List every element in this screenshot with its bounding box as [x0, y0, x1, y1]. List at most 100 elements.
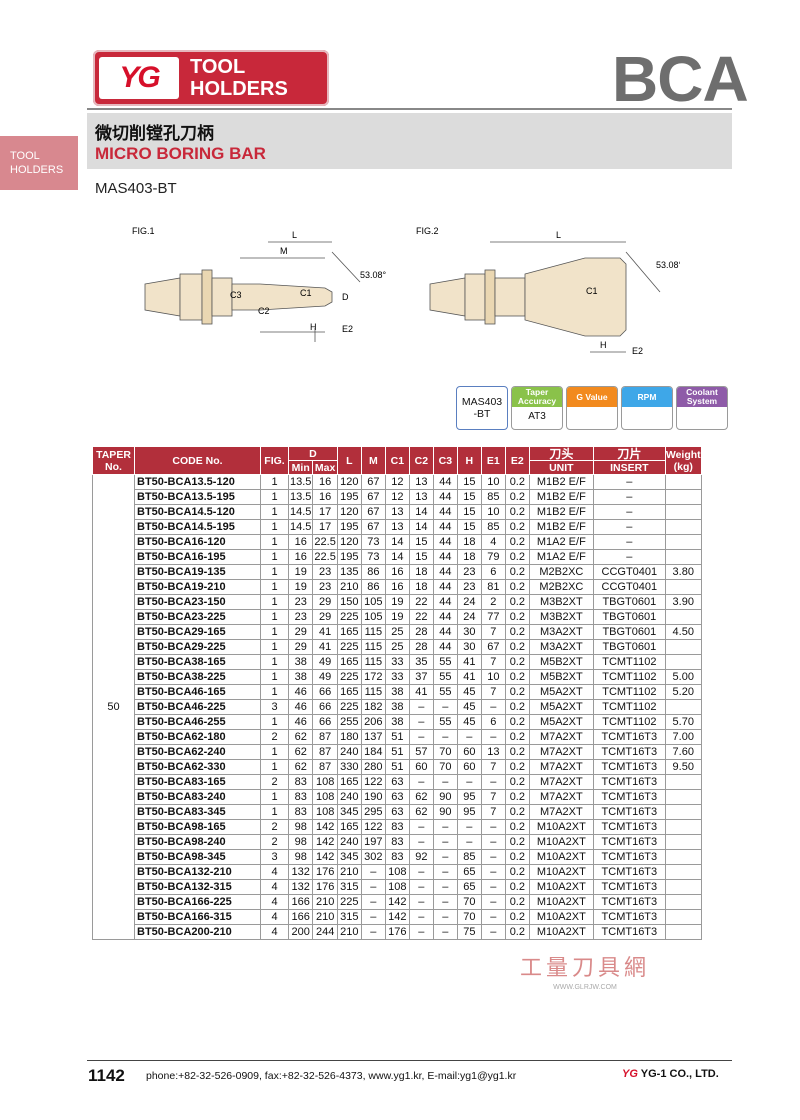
cell-h: 24	[456, 594, 482, 610]
cell-e1: –	[480, 699, 506, 715]
cell-fig: 1	[260, 549, 289, 565]
cell-l: 225	[336, 894, 362, 910]
cell-d-max: 142	[312, 819, 338, 835]
header-c2: C2	[408, 446, 434, 475]
cell-c1: 38	[384, 699, 410, 715]
cell-l: 150	[336, 594, 362, 610]
header-insert: INSERT	[592, 460, 666, 475]
cell-d-max: 66	[312, 714, 338, 730]
cell-d-min: 166	[287, 894, 314, 910]
cell-weight	[664, 849, 702, 865]
cell-e1: –	[480, 909, 506, 925]
dim-D-1: D	[342, 292, 349, 302]
cell-e1: –	[480, 894, 506, 910]
cell-d-min: 38	[287, 669, 314, 685]
cell-e2: 0.2	[504, 684, 530, 700]
cell-c3: –	[432, 729, 458, 745]
cell-d-max: 244	[312, 924, 338, 940]
cell-fig: 1	[260, 534, 289, 550]
cell-insert: TCMT1102	[592, 654, 666, 670]
cell-m: 190	[360, 789, 386, 805]
cell-h: –	[456, 729, 482, 745]
cell-h: 30	[456, 624, 482, 640]
side-tab-tool-holders[interactable]: TOOL HOLDERS	[0, 136, 78, 190]
cell-d-min: 14.5	[287, 504, 314, 520]
cell-l: 240	[336, 789, 362, 805]
cell-code: BT50-BCA98-345	[134, 849, 261, 865]
cell-h: 70	[456, 894, 482, 910]
cell-l: 225	[336, 669, 362, 685]
cell-e1: –	[480, 729, 506, 745]
cell-unit: M7A2XT	[528, 744, 594, 760]
brand-line-1: TOOL	[190, 56, 246, 78]
cell-m: 73	[360, 534, 386, 550]
cell-c1: 142	[384, 909, 410, 925]
cell-d-max: 16	[312, 474, 338, 490]
cell-unit: M7A2XT	[528, 729, 594, 745]
cell-h: 45	[456, 699, 482, 715]
cell-c3: 55	[432, 654, 458, 670]
cell-c3: –	[432, 924, 458, 940]
cell-weight	[664, 549, 702, 565]
legend-mas-line-1: MAS403	[461, 396, 503, 408]
cell-unit: M7A2XT	[528, 804, 594, 820]
cell-c2: 22	[408, 594, 434, 610]
cell-fig: 1	[260, 519, 289, 535]
cell-weight	[664, 789, 702, 805]
cell-insert: TCMT1102	[592, 684, 666, 700]
cell-fig: 1	[260, 759, 289, 775]
cell-fig: 1	[260, 744, 289, 760]
cell-c1: 16	[384, 564, 410, 580]
cell-m: 67	[360, 489, 386, 505]
cell-unit: M7A2XT	[528, 789, 594, 805]
cell-c1: 13	[384, 504, 410, 520]
cell-e1: 6	[480, 564, 506, 580]
cell-insert: –	[592, 549, 666, 565]
cell-c3: 44	[432, 624, 458, 640]
cell-c2: –	[408, 729, 434, 745]
legend-mas403-bt: MAS403-BT	[456, 386, 508, 430]
cell-insert: –	[592, 519, 666, 535]
cell-fig: 1	[260, 594, 289, 610]
cell-d-max: 22.5	[312, 549, 338, 565]
cell-h: 70	[456, 909, 482, 925]
cell-d-min: 29	[287, 639, 314, 655]
cell-e1: –	[480, 879, 506, 895]
cell-fig: 4	[260, 864, 289, 880]
cell-m: 122	[360, 819, 386, 835]
cell-c2: 28	[408, 639, 434, 655]
cell-code: BT50-BCA23-150	[134, 594, 261, 610]
cell-insert: TBGT0601	[592, 639, 666, 655]
cell-m: 86	[360, 579, 386, 595]
cell-fig: 1	[260, 474, 289, 490]
logo-text: YG	[119, 61, 160, 94]
cell-c2: –	[408, 879, 434, 895]
cell-unit: M10A2XT	[528, 864, 594, 880]
cell-fig: 2	[260, 834, 289, 850]
cell-c1: 33	[384, 669, 410, 685]
cell-unit: M10A2XT	[528, 909, 594, 925]
fig2-label: FIG.2	[416, 226, 439, 236]
cell-d-max: 49	[312, 669, 338, 685]
cell-m: 67	[360, 474, 386, 490]
cell-d-max: 41	[312, 624, 338, 640]
cell-c1: 83	[384, 849, 410, 865]
cell-d-min: 29	[287, 624, 314, 640]
cell-l: 135	[336, 564, 362, 580]
cell-code: BT50-BCA62-330	[134, 759, 261, 775]
cell-insert: TCMT16T3	[592, 804, 666, 820]
cell-h: 15	[456, 489, 482, 505]
cell-c1: 38	[384, 714, 410, 730]
cell-fig: 4	[260, 894, 289, 910]
cell-d-max: 87	[312, 759, 338, 775]
cell-insert: TCMT16T3	[592, 894, 666, 910]
cell-e2: 0.2	[504, 909, 530, 925]
cell-h: 65	[456, 879, 482, 895]
cell-d-min: 16	[287, 549, 314, 565]
cell-insert: TCMT16T3	[592, 744, 666, 760]
